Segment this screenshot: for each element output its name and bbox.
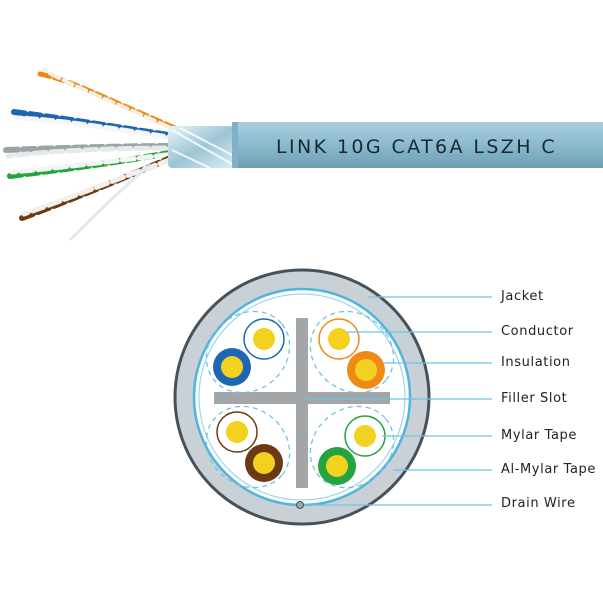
twisted-pair-green — [7, 149, 178, 179]
label-conductor: Conductor — [501, 324, 574, 339]
pair-wrap-bottom-left — [205, 405, 291, 489]
pair-brown — [216, 411, 283, 482]
leader-lines — [304, 296, 492, 506]
label-mylar-tape: Mylar Tape — [501, 428, 577, 443]
twisted-pair-brown — [19, 153, 178, 221]
cable-jacket — [232, 122, 603, 168]
cross-filler-horizontal — [214, 392, 390, 404]
pair-green — [318, 415, 386, 485]
pair-orange — [318, 318, 385, 389]
pair-wrap-bottom-right — [309, 405, 395, 489]
label-drain-wire: Drain Wire — [501, 496, 576, 511]
foil-texture — [171, 127, 239, 169]
pair-blue — [213, 318, 285, 386]
mylar-strand — [68, 163, 151, 242]
twisted-pair-gray — [3, 143, 178, 159]
cable-print-text: LINK 10G CAT6A LSZH C — [276, 136, 557, 158]
label-insulation: Insulation — [501, 355, 571, 370]
cable-side-view: LINK 10G CAT6A LSZH C — [3, 68, 603, 242]
pair-wrap-top-right — [309, 310, 395, 394]
pair-wrap-top-left — [205, 310, 291, 394]
twisted-pair-blue — [11, 109, 178, 141]
label-filler-slot: Filler Slot — [501, 391, 568, 406]
label-jacket: Jacket — [501, 289, 544, 304]
twisted-pair-orange — [37, 68, 178, 132]
mylar-tape-ring — [198, 293, 406, 501]
label-al-mylar-tape: Al-Mylar Tape — [501, 462, 596, 477]
jacket-cut-edge — [232, 122, 238, 168]
cable-cross-section — [173, 268, 492, 526]
drain-wire — [296, 501, 304, 509]
